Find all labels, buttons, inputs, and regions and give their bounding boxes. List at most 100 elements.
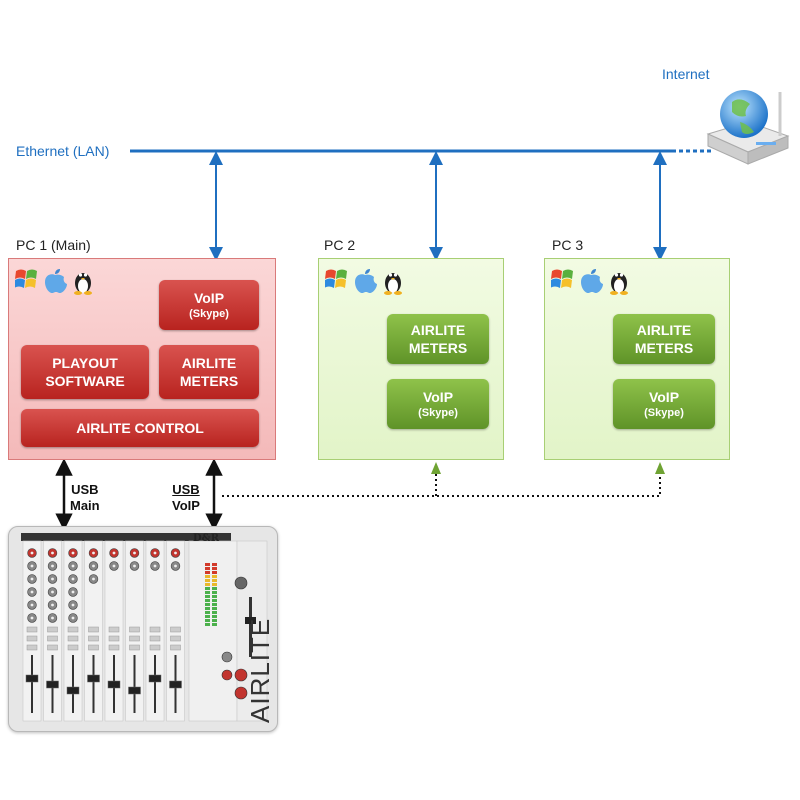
mixer-knob-cap (71, 577, 75, 581)
pc3-voip-block: VoIP (Skype) (613, 379, 715, 429)
mixer-fader-knob (245, 617, 256, 624)
mixer-knob-cap (133, 564, 136, 568)
mixer-knob-cap (71, 551, 75, 555)
mixer-meter-led (205, 579, 210, 582)
mixer-meter-led (212, 579, 217, 582)
mixer-knob-cap (153, 564, 157, 568)
mixer-meter-led (205, 583, 210, 586)
mixer-meter-led (212, 563, 217, 566)
mixer-meter-led (212, 567, 217, 570)
meters-label: AIRLITE METERS (179, 355, 239, 389)
mixer-knob-cap (112, 564, 116, 568)
mixer-knob-cap (30, 603, 34, 607)
mixer-meter-led (205, 623, 210, 626)
voip-sublabel: (Skype) (189, 308, 229, 320)
mixer-fader-knob (107, 680, 121, 689)
mixer-meter-led (205, 619, 210, 622)
mixer-fader-knob (46, 680, 59, 689)
mixer-knob-cap (51, 603, 54, 607)
mixer-meter-led (212, 615, 217, 618)
mixer-meter-led (205, 587, 210, 590)
mixer-knob-cap (112, 551, 116, 555)
meters-label: AIRLITE METERS (408, 322, 468, 356)
mixer-fader-knob (169, 680, 182, 689)
mixer-meter-led (205, 571, 210, 574)
mixer-button (88, 626, 99, 633)
playout-label: PLAYOUT SOFTWARE (45, 355, 125, 389)
mixer-button (47, 635, 58, 642)
mixer-meter-led (205, 611, 210, 614)
mixer-button (67, 635, 79, 642)
usb-voip-line1: USB (172, 482, 200, 497)
windows-icon (325, 269, 347, 288)
mixer-knob-cap (51, 564, 54, 568)
mixer-knob-cap (51, 577, 54, 581)
mixer-knob-cap (71, 603, 75, 607)
mixer-fader-knob (66, 686, 80, 695)
pc1-box: VoIP (Skype) PLAYOUT SOFTWARE AIRLITE ME… (8, 258, 276, 460)
mixer-knob-cap (174, 564, 177, 568)
mixer-knob-cap (30, 551, 34, 555)
mixer-knob-cap (92, 577, 95, 581)
mixer-top-bar (21, 533, 231, 541)
mixer-knob-cap (71, 590, 75, 594)
windows-icon (15, 269, 37, 288)
mixer-knob-cap (71, 564, 75, 568)
mixer-meter-led (205, 603, 210, 606)
mixer-button (47, 626, 58, 633)
mixer-button (108, 635, 120, 642)
pc1-playout-block: PLAYOUT SOFTWARE (21, 345, 149, 399)
mixer-fader-slot (249, 597, 252, 657)
voip-sublabel: (Skype) (644, 407, 684, 419)
voip-dotted-bus (222, 472, 661, 497)
mixer-knob (221, 651, 233, 663)
mixer-button (67, 644, 79, 651)
pc1-meters-block: AIRLITE METERS (159, 345, 259, 399)
mixer-fader-knob (87, 674, 100, 683)
pc2-title: PC 2 (324, 237, 356, 253)
pc3-meters-block: AIRLITE METERS (613, 314, 715, 364)
mixer-meter-led (205, 607, 210, 610)
mixer-knob (234, 686, 248, 700)
mixer-knob-cap (30, 590, 34, 594)
mixer-button (149, 644, 161, 651)
mixer-button (108, 644, 120, 651)
mixer-knob-cap (174, 551, 177, 555)
pc1-control-block: AIRLITE CONTROL (21, 409, 259, 447)
voip-label: VoIP (193, 290, 225, 306)
windows-icon (551, 269, 573, 288)
pc2-meters-block: AIRLITE METERS (387, 314, 489, 364)
mixer-fader-slot (154, 655, 156, 713)
mixer-meter-led (205, 591, 210, 594)
mixer-meter-led (212, 603, 217, 606)
mixer-button (26, 644, 38, 651)
control-label: AIRLITE CONTROL (76, 420, 204, 436)
linux-icon (74, 273, 92, 295)
mixer-knob (234, 576, 248, 590)
mixer-fader-slot (31, 655, 33, 713)
mixer-meter-led (205, 599, 210, 602)
mixer-meter-led (212, 583, 217, 586)
voip-label: VoIP (422, 389, 454, 405)
mixer-meter-led (205, 615, 210, 618)
apple-icon (45, 269, 67, 293)
mixer-meter-led (205, 575, 210, 578)
mixer-meter-led (212, 607, 217, 610)
usb-voip-line2: VoIP (172, 498, 200, 513)
mixer-meter-led (212, 595, 217, 598)
pc2-voip-block: VoIP (Skype) (387, 379, 489, 429)
mixer-knob (234, 668, 248, 682)
mixer-knob-cap (30, 564, 34, 568)
mixer-knob-cap (153, 551, 157, 555)
router-icon (706, 90, 790, 165)
mixer-knob-cap (30, 616, 34, 620)
mixer-panel (21, 533, 268, 722)
mixer-button (170, 626, 181, 633)
mixer-meter-led (205, 563, 210, 566)
mixer-button (26, 626, 38, 633)
usb-main-label: USB Main (70, 482, 100, 514)
mixer-knob-cap (51, 590, 54, 594)
pc2-box: AIRLITE METERS VoIP (Skype) (318, 258, 504, 460)
mixer-meter-led (212, 611, 217, 614)
